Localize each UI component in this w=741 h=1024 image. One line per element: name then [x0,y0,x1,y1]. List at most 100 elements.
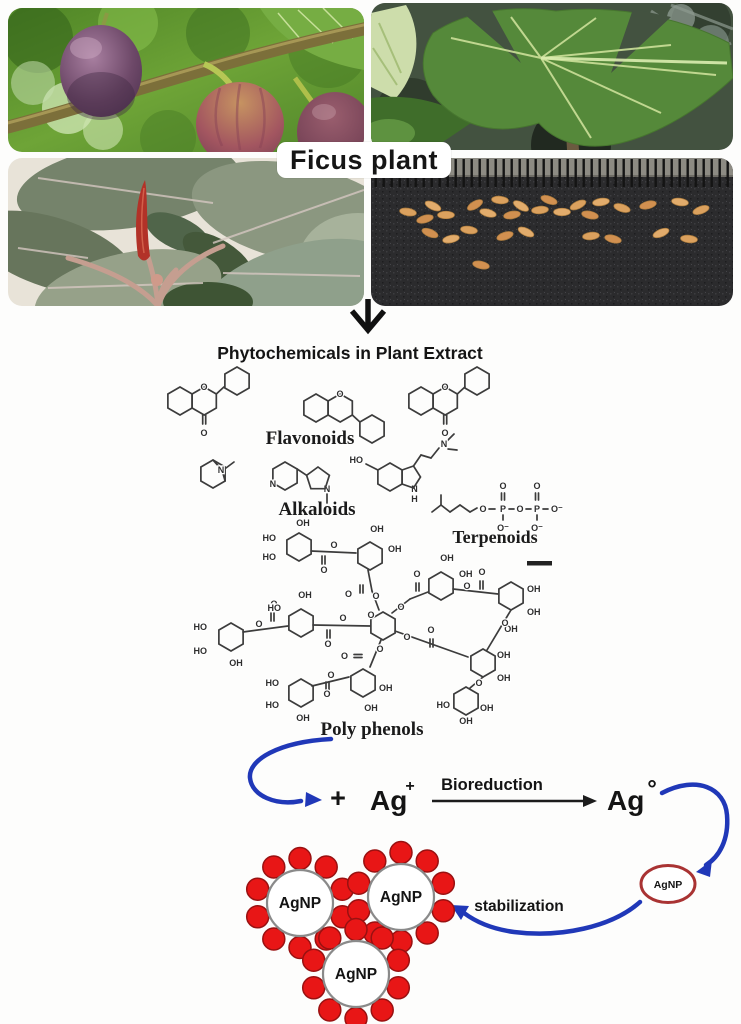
capped-nanoparticle-label: AgNP [335,966,377,983]
atom-label-o: O [336,389,343,399]
fig-seed [491,195,509,205]
silver-ion-symbol: Ag [370,785,407,816]
fig-seed [582,231,600,241]
photo-rubber-plant [8,158,364,306]
ruler-tick [606,159,609,187]
ruler-tick [694,159,697,187]
capping-agent-dots [245,840,456,1024]
bioreduction-label: Bioreduction [441,776,543,794]
ring [218,622,244,652]
atom-label-o: O [324,639,331,649]
atom-label-o: O [463,581,470,591]
fig-seed [581,210,599,220]
extract-arrowhead-icon [305,792,322,807]
atom-label-o: O [516,504,523,514]
atom-label-o: O [413,569,420,579]
plant-name-text: Ficus plant [289,144,438,175]
capping-dot [370,926,394,950]
ruler-tick [454,159,457,187]
ruler-tick [590,159,593,187]
capping-dot [389,840,413,865]
ruler-tick [550,159,553,187]
atom-label-oh: OH [364,703,378,713]
ruler-tick [534,159,537,187]
label-terpenoids: Terpenoids [452,527,537,547]
atom-label-o: O [376,644,383,654]
capping-dot [245,877,270,901]
ruler-tick [702,159,705,187]
ruler-tick [542,159,545,187]
fig-seed [592,197,610,207]
ruler-tick [470,159,473,187]
ring [272,461,298,491]
bond [431,504,442,513]
bond [310,550,357,554]
fig-seed [399,207,417,217]
bare-nanoparticle-label: AgNP [654,879,683,891]
ruler-tick [670,159,673,187]
atom-label-ho: HO [266,700,280,710]
fig-seed [424,200,442,212]
atom-label-o: O [341,651,348,661]
bond [311,676,350,687]
stabilization-label: stabilization [474,898,564,915]
ruler-tick [710,159,713,187]
bond [367,569,373,592]
atom-label-ho: HO [268,603,282,613]
fig-seed [540,195,558,205]
ruler-tick [678,159,681,187]
atom-label-oh: OH [388,544,402,554]
capping-dot [245,905,270,929]
atom-label-oh: OH [527,607,541,617]
ruler-tick [478,159,481,187]
atom-label-oh: OH [296,518,310,528]
ring [303,393,329,423]
capping-dot [301,976,326,1000]
ruler-tick [654,159,657,187]
capping-dot [262,855,286,879]
atom-label-o: O [320,565,327,575]
fig-seed [604,234,622,244]
atom-label-o: O [345,589,352,599]
stabilization-curved-arrow [461,899,643,936]
bond [420,454,432,459]
label-alkaloids: Alkaloids [278,499,355,520]
atom-label-oh: OH [497,650,511,660]
fig-seed [479,208,497,218]
ring [408,386,434,416]
bond [394,630,469,658]
bond [459,504,471,513]
bond [449,504,461,513]
bond [469,676,484,689]
ruler-tick [622,159,625,187]
capping-dot [363,849,387,873]
fig-seed [437,210,455,220]
bare-nanoparticle-circle [639,864,697,904]
ring [288,678,314,708]
atom-label-o: O [372,591,379,601]
bond [447,448,458,451]
label-polyphenols: Poly phenols [321,719,424,740]
capped-nanoparticle-circle [366,862,436,932]
atom-label-o: O [499,481,506,491]
capping-dot [288,846,312,871]
fig-seed [569,199,587,211]
atom-label-om: O⁻ [497,523,509,533]
nucleation-arrowhead-icon [696,860,712,877]
atom-label-o: O [255,619,262,629]
atom-label-oh: OH [497,673,511,683]
capping-dot [318,998,342,1022]
atom-label-n: N [218,465,225,475]
atom-label-ho: HO [263,533,277,543]
bond [351,414,361,423]
atom-label-ho: HO [194,646,208,656]
indole-ring [401,464,422,490]
fig-seed [652,227,670,239]
capped-nanoparticle-label: AgNP [279,895,321,912]
ring [453,686,479,716]
atom-label-ho: HO [437,700,451,710]
fig-seed [472,260,490,270]
fig-seed [613,203,631,213]
ruler-tick [526,159,529,187]
